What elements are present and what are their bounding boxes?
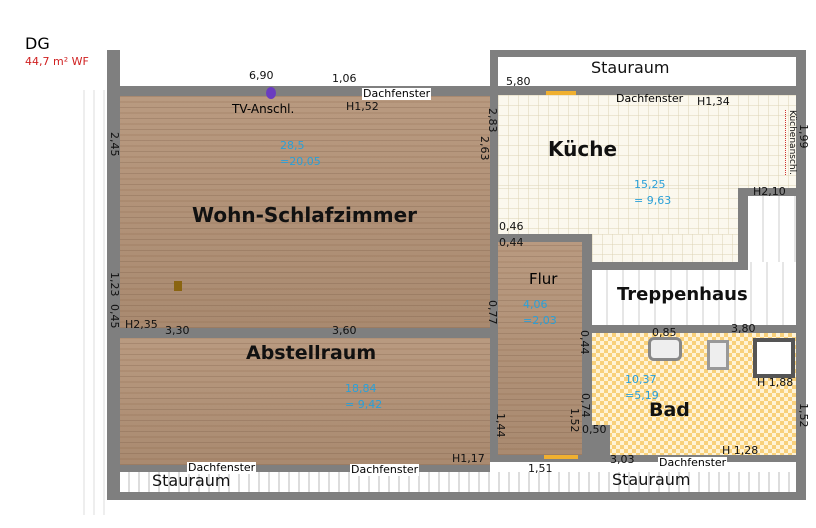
tv-connection-label: TV-Anschl. — [232, 102, 295, 116]
toilet-icon — [707, 340, 729, 370]
dimension-label: H2,10 — [753, 185, 786, 198]
area-net: =20,05 — [280, 155, 321, 168]
dimension-label: 2,83 — [486, 108, 499, 133]
shower-icon — [753, 338, 795, 378]
dimension-label: 6,90 — [249, 69, 274, 82]
dimension-label: H 1,28 — [722, 444, 759, 457]
dimension-label: 2,45 — [108, 132, 121, 157]
dimension-label: 0,44 — [499, 236, 524, 249]
area-bad: 10,37 =5,19 — [625, 372, 659, 404]
wall-middle — [490, 50, 498, 462]
storage-area-bottom — [120, 472, 796, 492]
wall-bath-bottom — [498, 455, 806, 462]
dimension-label: H 1,88 — [757, 376, 794, 389]
wall-living-storage — [107, 328, 490, 338]
dimension-label: 1,23 — [108, 272, 121, 297]
area-net: = 9,42 — [345, 398, 383, 411]
area-kueche: 15,25 = 9,63 — [634, 177, 671, 209]
roof-window-label: Dachfenster — [187, 461, 257, 474]
dimension-label: 5,80 — [506, 75, 531, 88]
area-gross: 4,06 — [523, 298, 548, 311]
wall-left — [107, 50, 120, 500]
room-flur — [498, 242, 582, 455]
room-kueche-lower — [498, 188, 738, 234]
dimension-label: 1,51 — [528, 462, 553, 475]
wall-right — [796, 50, 806, 500]
dimension-label: 1,44 — [494, 413, 507, 438]
wall-bottom — [107, 492, 806, 500]
dimension-label: 3,30 — [165, 324, 190, 337]
room-name-bad: Bad — [649, 399, 690, 421]
floor-level-label: DG — [25, 34, 50, 53]
wall-bath-top — [582, 325, 806, 333]
storage-bottom-left: Stauraum — [152, 471, 231, 490]
roof-window-label: Dachfenster — [362, 87, 432, 100]
area-gross: 18,84 — [345, 382, 377, 395]
dimension-label: 1,52 — [568, 408, 581, 433]
tv-socket-icon — [266, 87, 276, 99]
dimension-label: 0,45 — [108, 304, 121, 329]
dimension-label: 0,77 — [486, 300, 499, 325]
dimension-label: H2,35 — [125, 318, 158, 331]
roof-window-label: Dachfenster — [658, 456, 728, 469]
area-gross: 10,37 — [625, 373, 657, 386]
room-kueche-alcove — [592, 234, 738, 262]
wall-flur-top — [498, 234, 592, 242]
wall-kitchen-step-v — [738, 188, 748, 262]
area-wohn: 28,5 =20,05 — [280, 138, 321, 170]
room-name-abstellraum: Abstellraum — [246, 342, 377, 364]
storage-bottom-right: Stauraum — [612, 470, 691, 489]
living-area-label: 44,7 m² WF — [25, 55, 89, 68]
dimension-label: 1,06 — [332, 72, 357, 85]
wall-top-living — [107, 86, 490, 96]
wall-bath-corner — [592, 425, 610, 460]
dimension-label: 3,60 — [332, 324, 357, 337]
dimension-label: 0,44 — [578, 330, 591, 355]
roof-window-label: Dachfenster — [616, 92, 684, 105]
sink-icon — [648, 337, 682, 361]
staircase-right — [748, 196, 796, 262]
room-name-flur: Flur — [529, 270, 558, 288]
dimension-label: 0,85 — [652, 326, 677, 339]
area-flur: 4,06 =2,03 — [523, 297, 557, 329]
dimension-label: 0,46 — [499, 220, 524, 233]
area-gross: 15,25 — [634, 178, 666, 191]
area-net: =2,03 — [523, 314, 557, 327]
room-abstellraum — [120, 338, 490, 465]
area-net: =5,19 — [625, 389, 659, 402]
window-marker-icon — [546, 91, 576, 95]
room-name-wohn: Wohn-Schlafzimmer — [192, 203, 418, 227]
dimension-label: H1,17 — [452, 452, 485, 465]
dimension-label: 3,03 — [610, 453, 635, 466]
staircase-area — [592, 262, 796, 325]
area-net: = 9,63 — [634, 194, 672, 207]
dimension-label: 1,52 — [797, 403, 810, 428]
area-abstellraum: 18,84 = 9,42 — [345, 381, 382, 413]
storage-top: Stauraum — [591, 58, 670, 77]
room-name-treppenhaus: Treppenhaus — [617, 284, 748, 305]
wall-flur-right — [582, 234, 592, 460]
dimension-label: 2,63 — [478, 136, 491, 161]
dimension-label: 3,80 — [731, 322, 756, 335]
socket-marker-icon — [174, 281, 182, 291]
room-kueche — [498, 95, 796, 188]
roof-window-label: Dachfenster — [350, 463, 420, 476]
dimension-label: 1,99 — [797, 124, 810, 149]
room-name-kueche: Küche — [548, 137, 618, 161]
wall-kitchen-top — [490, 86, 806, 95]
dimension-label: H1,52 — [346, 100, 379, 113]
wall-stair-top — [582, 262, 748, 270]
wall-bottom-inner — [107, 465, 490, 472]
dimension-label: H1,34 — [697, 95, 730, 108]
wall-top-right — [490, 50, 806, 57]
wall-kitchen-step-h — [738, 188, 806, 196]
dimension-label: 0,50 — [582, 423, 607, 436]
background-left — [75, 90, 107, 515]
window-marker-icon — [544, 455, 578, 459]
area-gross: 28,5 — [280, 139, 305, 152]
